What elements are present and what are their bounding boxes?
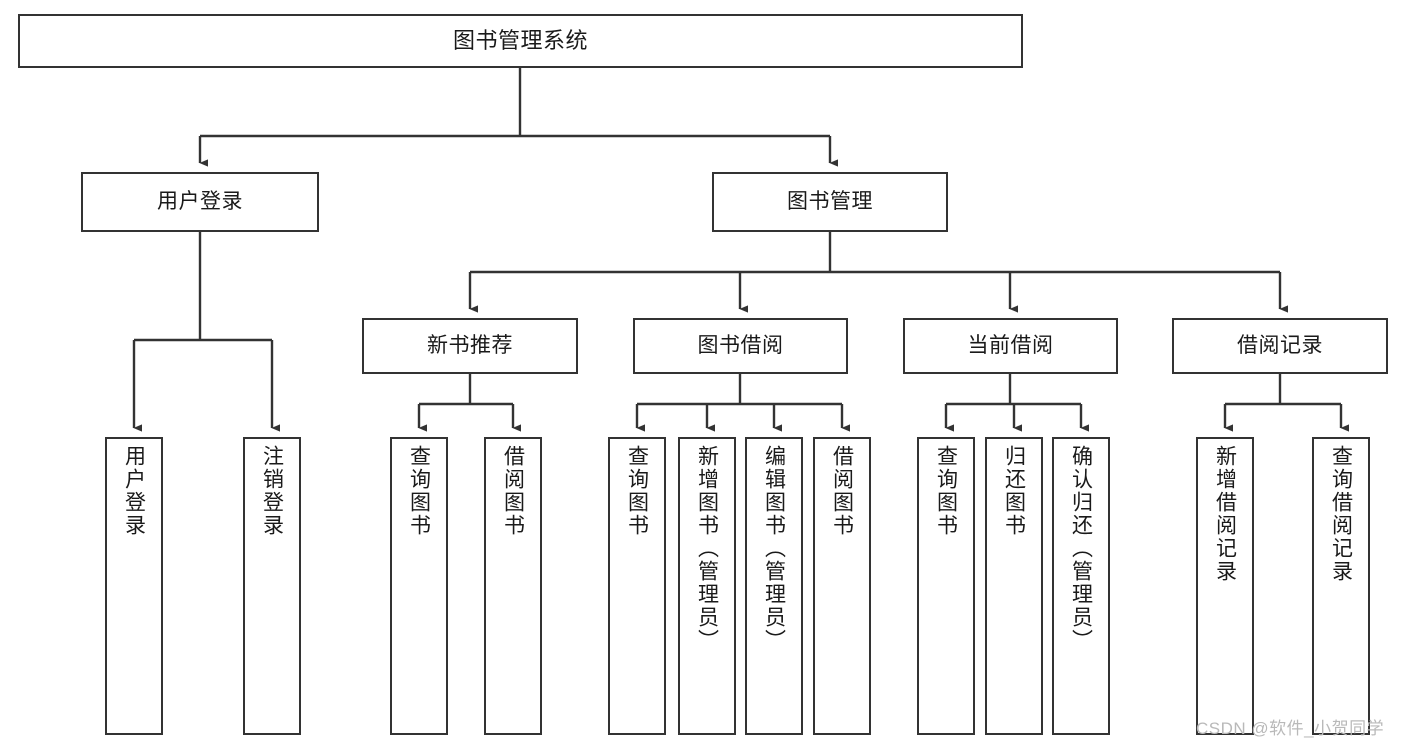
level3-box-2[interactable]: 当前借阅 (903, 318, 1118, 374)
leaf-label-1: 注销登录 (260, 445, 284, 537)
leaf-box-8[interactable]: 查询图书 (917, 437, 975, 735)
level3-box-1[interactable]: 图书借阅 (633, 318, 848, 374)
level3-label-1: 图书借阅 (697, 334, 784, 358)
leaf-label-7: 借阅图书 (830, 445, 854, 537)
level3-box-0[interactable]: 新书推荐 (362, 318, 578, 374)
leaf-label-8: 查询图书 (934, 445, 958, 537)
leaf-box-3[interactable]: 借阅图书 (484, 437, 542, 735)
leaf-box-9[interactable]: 归还图书 (985, 437, 1043, 735)
leaf-label-11: 新增借阅记录 (1213, 445, 1237, 583)
root-label-0: 图书管理系统 (452, 27, 588, 53)
leaf-box-7[interactable]: 借阅图书 (813, 437, 871, 735)
leaf-box-10[interactable]: 确认归还（管理员） (1052, 437, 1110, 735)
leaf-box-4[interactable]: 查询图书 (608, 437, 666, 735)
leaf-label-0: 用户登录 (122, 445, 146, 537)
leaf-box-11[interactable]: 新增借阅记录 (1196, 437, 1254, 735)
leaf-box-1[interactable]: 注销登录 (243, 437, 301, 735)
root-box-0[interactable]: 图书管理系统 (18, 14, 1023, 68)
level3-label-2: 当前借阅 (967, 334, 1054, 358)
level2-box-0[interactable]: 用户登录 (81, 172, 319, 232)
leaf-label-3: 借阅图书 (501, 445, 525, 537)
leaf-label-12: 查询借阅记录 (1329, 445, 1353, 583)
leaf-box-2[interactable]: 查询图书 (390, 437, 448, 735)
leaf-label-4: 查询图书 (625, 445, 649, 537)
leaf-box-5[interactable]: 新增图书（管理员） (678, 437, 736, 735)
level3-label-3: 借阅记录 (1237, 334, 1323, 358)
leaf-label-2: 查询图书 (407, 445, 431, 537)
level3-box-3[interactable]: 借阅记录 (1172, 318, 1388, 374)
level2-box-1[interactable]: 图书管理 (712, 172, 948, 232)
level3-label-0: 新书推荐 (427, 334, 513, 358)
leaf-box-12[interactable]: 查询借阅记录 (1312, 437, 1370, 735)
watermark-text: CSDN @软件_小贺同学 (1196, 719, 1385, 738)
leaf-box-6[interactable]: 编辑图书（管理员） (745, 437, 803, 735)
leaf-label-5: 新增图书（管理员） (695, 445, 719, 652)
leaf-box-0[interactable]: 用户登录 (105, 437, 163, 735)
level2-label-0: 用户登录 (157, 190, 243, 214)
leaf-label-6: 编辑图书（管理员） (762, 445, 786, 652)
leaf-label-9: 归还图书 (1002, 445, 1026, 537)
leaf-label-10: 确认归还（管理员） (1069, 445, 1093, 652)
level2-label-1: 图书管理 (787, 190, 873, 214)
